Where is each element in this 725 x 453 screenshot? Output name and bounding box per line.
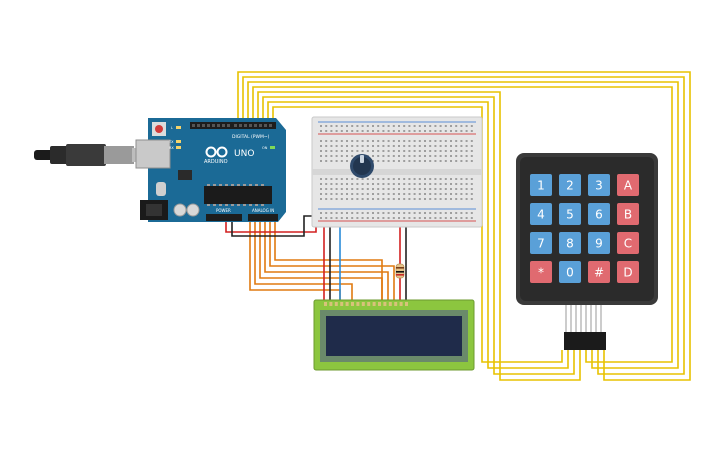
keypad-key-0[interactable]: 0 xyxy=(559,261,581,283)
lcd-wire-1[interactable] xyxy=(249,222,341,303)
keypad-key-label: 5 xyxy=(566,208,574,222)
usb-port[interactable] xyxy=(135,139,171,169)
power-pin-header[interactable] xyxy=(206,214,242,221)
keypad-key-a[interactable]: A xyxy=(617,174,639,196)
ground-wire[interactable] xyxy=(231,215,318,237)
analog-pin-header[interactable] xyxy=(248,214,278,221)
lcd-wire-6[interactable] xyxy=(274,222,383,303)
breadboard[interactable] xyxy=(311,116,483,228)
keypad-key-2[interactable]: 2 xyxy=(559,174,581,196)
rx-led xyxy=(176,146,181,149)
keypad-key-label: * xyxy=(538,266,544,280)
backlight-resistor[interactable] xyxy=(395,263,405,279)
keypad-key-label: 4 xyxy=(537,208,545,222)
lcd-screen xyxy=(326,316,462,356)
keypad-key-label: D xyxy=(623,266,632,280)
on-led-label: ON xyxy=(262,146,268,150)
tx-led-label: TX xyxy=(168,140,174,144)
keypad-key-c[interactable]: C xyxy=(617,232,639,254)
keypad-wire-4[interactable] xyxy=(252,86,673,363)
potentiometer[interactable] xyxy=(350,154,374,178)
capacitor-1 xyxy=(173,203,187,217)
keypad-key-label: 7 xyxy=(537,237,545,251)
keypad-key-hash[interactable]: # xyxy=(588,261,610,283)
keypad-wire-3[interactable] xyxy=(247,81,679,369)
keypad-key-label: # xyxy=(594,266,604,280)
keypad-key-label: 0 xyxy=(566,266,574,280)
keypad-key-5[interactable]: 5 xyxy=(559,203,581,225)
keypad-key-3[interactable]: 3 xyxy=(588,174,610,196)
arduino-model: UNO xyxy=(234,149,254,159)
usb-chip xyxy=(178,170,192,180)
l-led-label: L xyxy=(171,126,173,130)
keypad-wire-1[interactable] xyxy=(237,71,691,381)
usb-cable xyxy=(34,144,142,166)
arduino-brand: ARDUINO xyxy=(204,159,228,165)
rx-led-label: RX xyxy=(169,146,174,150)
keypad-key-label: 3 xyxy=(595,179,603,193)
keypad-key-d[interactable]: D xyxy=(617,261,639,283)
keypad-key-6[interactable]: 6 xyxy=(588,203,610,225)
keypad-wire-6[interactable] xyxy=(262,96,575,375)
lcd-data-wires xyxy=(249,222,395,303)
lcd-pin-header xyxy=(324,302,408,306)
keypad-connector[interactable] xyxy=(564,332,606,350)
keypad-keys: 1 2 3 A 4 5 6 B 7 8 9 C * 0 # D xyxy=(530,174,639,283)
l-led xyxy=(176,126,181,129)
keypad-key-1[interactable]: 1 xyxy=(530,174,552,196)
keypad-wire-8[interactable] xyxy=(272,106,563,363)
keypad-key-8[interactable]: 8 xyxy=(559,232,581,254)
digital-pin-header[interactable] xyxy=(190,122,276,129)
arduino-uno-board[interactable]: DIGITAL (PWM~) ARDUINO UNO L TX RX ON xyxy=(135,118,286,222)
keypad-key-star[interactable]: * xyxy=(530,261,552,283)
tx-led xyxy=(176,140,181,143)
capacitor-2 xyxy=(186,203,200,217)
keypad-key-label: 1 xyxy=(537,179,545,193)
keypad-wires xyxy=(237,71,691,381)
lcd-16x2[interactable] xyxy=(313,299,475,371)
lcd-wire-3[interactable] xyxy=(259,222,383,303)
lcd-wire-5[interactable] xyxy=(269,222,395,303)
keypad-key-label: 6 xyxy=(595,208,603,222)
keypad-key-4[interactable]: 4 xyxy=(530,203,552,225)
keypad-key-b[interactable]: B xyxy=(617,203,639,225)
keypad-key-label: 8 xyxy=(566,237,574,251)
keypad-key-label: A xyxy=(624,179,633,193)
lcd-wire-4[interactable] xyxy=(264,222,389,303)
on-led xyxy=(270,146,275,149)
keypad-key-label: 2 xyxy=(566,179,574,193)
crystal xyxy=(156,182,166,196)
keypad-key-label: C xyxy=(624,237,632,251)
digital-header-label: DIGITAL (PWM~) xyxy=(232,134,270,140)
keypad-key-label: 9 xyxy=(595,237,603,251)
keypad-wire-5[interactable] xyxy=(257,91,581,381)
keypad-key-7[interactable]: 7 xyxy=(530,232,552,254)
keypad-key-label: B xyxy=(624,208,632,222)
power-label: POWER xyxy=(216,208,231,213)
keypad-wire-7[interactable] xyxy=(267,101,569,369)
lcd-wire-2[interactable] xyxy=(254,222,353,303)
arduino-logo-icon xyxy=(205,146,228,158)
keypad-4x4[interactable]: 1 2 3 A 4 5 6 B 7 8 9 C * 0 # D xyxy=(516,153,658,350)
keypad-key-9[interactable]: 9 xyxy=(588,232,610,254)
atmega-chip xyxy=(204,186,272,204)
keypad-wire-2[interactable] xyxy=(242,76,685,375)
keypad-ribbon xyxy=(565,305,602,332)
analog-label: ANALOG IN xyxy=(252,208,274,213)
